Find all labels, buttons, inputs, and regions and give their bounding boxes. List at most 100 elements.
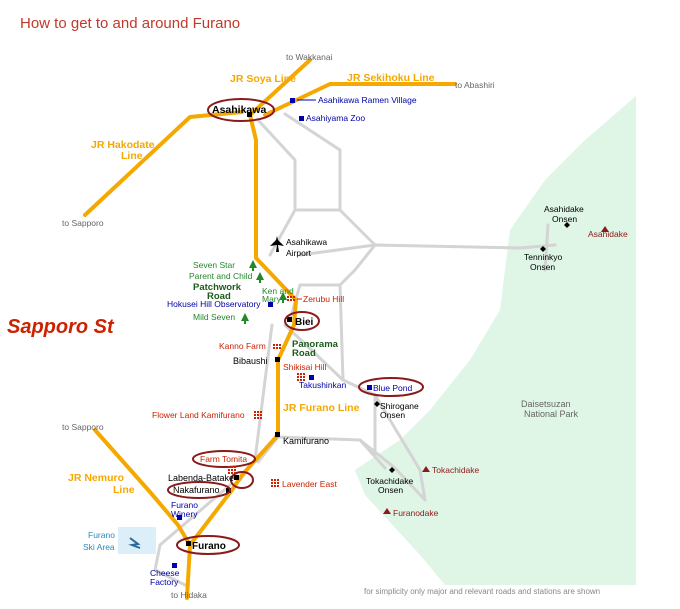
station-kamifurano: Kamifurano — [283, 436, 329, 446]
station-dot-biei — [287, 317, 292, 322]
skier-icon — [128, 537, 141, 549]
dest-abashiri: to Abashiri — [455, 80, 495, 90]
label-tokachidake-onsen-1: Tokachidake — [366, 476, 414, 486]
label-cheese-2: Factory — [150, 577, 179, 587]
footnote: for simplicity only major and relevant r… — [364, 587, 600, 596]
label-ramen-village: Asahikawa Ramen Village — [318, 95, 417, 105]
dest-wakkanai: to Wakkanai — [286, 52, 333, 62]
label-zerubu-hill: Zerubu Hill — [303, 294, 344, 304]
onsen-dot-tenninkyo — [540, 246, 546, 252]
label-ken-mary-2: Mary — [262, 294, 282, 304]
label-asahidake-onsen-1: Asahidake — [544, 204, 584, 214]
station-labenda-batake: Labenda-Batake — [168, 473, 234, 483]
label-asahidake: Asahidake — [588, 229, 628, 239]
label-tenninkyo-1: Tenninkyo — [524, 252, 563, 262]
ring-labenda — [230, 471, 254, 489]
national-park-area — [355, 96, 636, 585]
dest-sapporo-south: to Sapporo — [62, 422, 104, 432]
station-nakafurano: Nakafurano — [173, 485, 220, 495]
peak-icon-furanodake — [383, 508, 391, 514]
road-name-panorama-1: Panorama — [292, 339, 339, 350]
ring-farm-tomita — [192, 450, 256, 468]
jr-nemuro-line — [93, 428, 192, 547]
rail-label-nemuro-line1: JR Nemuro — [68, 472, 124, 484]
jr-soya-line — [248, 58, 312, 117]
station-dot-bibaushi — [275, 357, 280, 362]
label-furano-winery-2: Winery — [171, 509, 198, 519]
label-ski-area-2: Ski Area — [83, 542, 115, 552]
road-name-patchwork-1: Patchwork — [193, 282, 242, 293]
station-dot-labenda — [234, 475, 239, 480]
station-dot-asahikawa — [247, 112, 252, 117]
station-dot-kamifurano — [275, 432, 280, 437]
label-seven-star: Seven Star — [193, 260, 235, 270]
label-furanodake: Furanodake — [393, 508, 439, 518]
rail-label-nemuro-line2: Line — [113, 484, 135, 496]
airport-icon — [270, 236, 284, 252]
flower-icons — [228, 296, 305, 487]
label-furano-winery-1: Furano — [171, 500, 198, 510]
cheese-marker — [172, 563, 177, 568]
peak-icon-tokachidake — [422, 466, 430, 472]
tree-icon-parent-child — [256, 272, 264, 283]
sapporo-st-watermark: Sapporo St — [7, 316, 115, 338]
label-flower-land: Flower Land Kamifurano — [152, 410, 245, 420]
label-farm-tomita: Farm Tomita — [200, 454, 247, 464]
label-blue-pond: Blue Pond — [373, 383, 412, 393]
zoo-marker — [299, 116, 304, 121]
ring-asahikawa — [207, 98, 275, 122]
label-hokusei: Hokusei Hill Observatory — [167, 299, 261, 309]
ski-area-icon — [118, 527, 156, 554]
rail-label-furano: JR Furano Line — [283, 402, 360, 414]
label-airport-1: Asahikawa — [286, 237, 327, 247]
label-airport-2: Airport — [286, 248, 312, 258]
label-tenninkyo-2: Onsen — [530, 262, 555, 272]
hokusei-marker — [268, 302, 273, 307]
label-shirogane-2: Onsen — [380, 410, 405, 420]
rail-label-sekihoku: JR Sekihoku Line — [347, 72, 435, 84]
ring-blue-pond — [358, 377, 424, 397]
tree-icon-ken-mary — [279, 292, 287, 303]
label-national-park-1: Daisetsuzan — [521, 399, 571, 409]
station-biei: Biei — [295, 317, 314, 328]
ramen-village-marker — [290, 98, 295, 103]
label-tokachidake: Tokachidake — [432, 465, 480, 475]
rail-label-hakodate-line1: JR Hakodate — [91, 139, 155, 151]
dest-sapporo-north: to Sapporo — [62, 218, 104, 228]
roads — [153, 112, 557, 587]
onsen-dot-shirogane — [374, 401, 380, 407]
winery-marker — [177, 515, 182, 520]
label-mild-seven: Mild Seven — [193, 312, 235, 322]
rail-label-soya: JR Soya Line — [230, 73, 296, 85]
label-national-park-2: National Park — [524, 409, 579, 419]
station-furano: Furano — [192, 541, 226, 552]
label-cheese-1: Cheese — [150, 568, 180, 578]
ring-furano — [176, 535, 240, 555]
label-ken-mary-1: Ken and — [262, 286, 294, 296]
road-name-patchwork-2: Road — [207, 291, 231, 302]
tree-icon-mild-seven — [241, 313, 249, 324]
tree-icon-seven-star — [249, 260, 257, 271]
rail-label-hakodate-line2: Line — [121, 150, 143, 162]
jr-sekihoku-line — [263, 82, 457, 117]
station-bibaushi: Bibaushi — [233, 356, 268, 366]
jr-hakodate-line — [83, 110, 244, 217]
label-tokachidake-onsen-2: Onsen — [378, 485, 403, 495]
label-asahiyama-zoo: Asahiyama Zoo — [306, 113, 365, 123]
label-ski-area-1: Furano — [88, 530, 115, 540]
ring-nakafurano — [167, 481, 231, 499]
station-dot-nakafurano — [226, 488, 231, 493]
page-title: How to get to and around Furano — [20, 15, 240, 32]
peak-icon-asahidake — [601, 226, 609, 232]
station-dot-furano — [186, 541, 191, 546]
station-asahikawa: Asahikawa — [212, 104, 266, 116]
road-name-panorama-2: Road — [292, 348, 316, 359]
takushinkan-marker — [309, 375, 314, 380]
onsen-dot-asahidake — [564, 222, 570, 228]
onsen-dot-tokachidake — [389, 467, 395, 473]
label-shirogane-1: Shirogane — [380, 401, 419, 411]
label-kanno-farm: Kanno Farm — [219, 341, 266, 351]
label-shikisai-hill: Shikisai Hill — [283, 362, 327, 372]
blue-pond-marker — [367, 385, 372, 390]
